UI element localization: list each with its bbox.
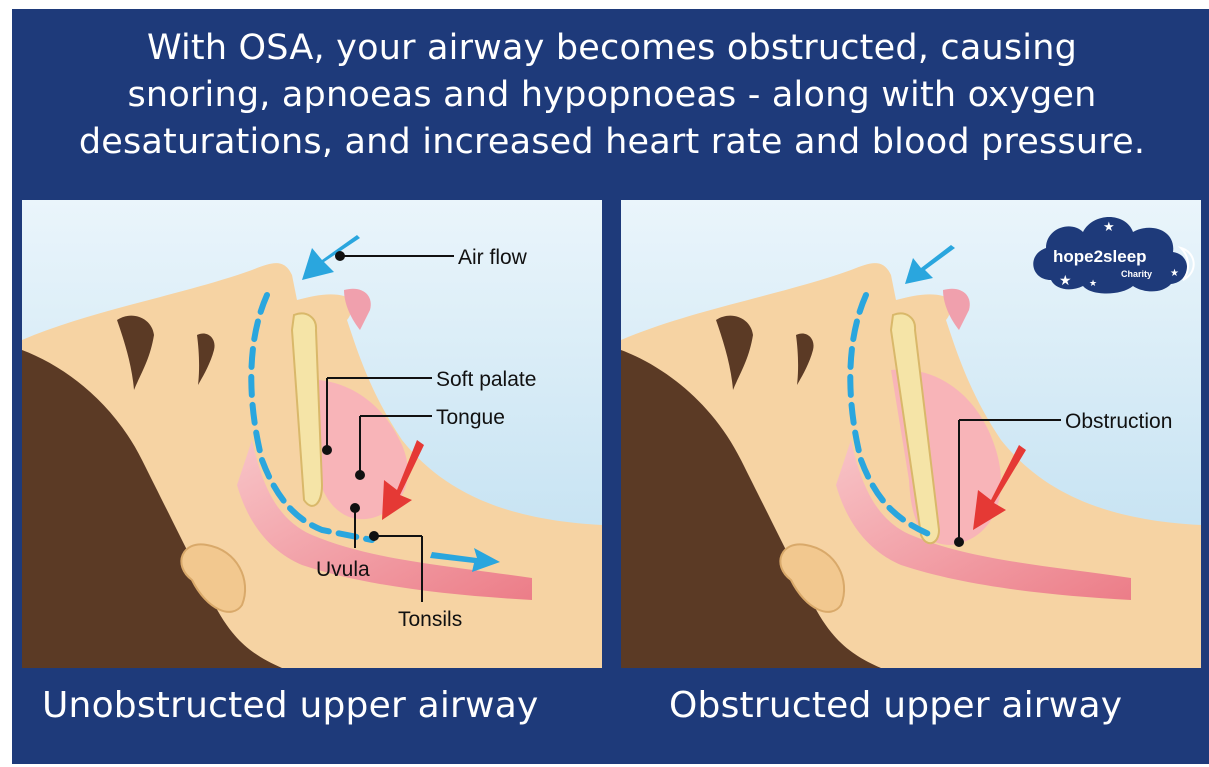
obstructed-airway-illustration: Obstruction hope2sleep Charity ★ ★ ★ ★ bbox=[621, 200, 1201, 668]
unobstructed-airway-diagram: Air flow Soft palate Tongue Uvula Tonsil… bbox=[22, 200, 602, 668]
label-air-flow: Air flow bbox=[458, 246, 528, 269]
label-uvula: Uvula bbox=[316, 558, 370, 581]
star-icon: ★ bbox=[1170, 268, 1179, 279]
label-tonsils: Tonsils bbox=[398, 608, 462, 631]
obstructed-airway-diagram: Obstruction hope2sleep Charity ★ ★ ★ ★ bbox=[621, 200, 1201, 668]
unobstructed-airway-illustration: Air flow Soft palate Tongue Uvula Tonsil… bbox=[22, 200, 602, 668]
label-obstruction: Obstruction bbox=[1065, 410, 1172, 433]
logo-subtitle: Charity bbox=[1121, 269, 1152, 279]
label-soft-palate: Soft palate bbox=[436, 368, 536, 391]
logo-name: hope2sleep bbox=[1053, 247, 1147, 266]
label-tongue: Tongue bbox=[436, 406, 505, 429]
headline-line-2: snoring, apnoeas and hypopnoeas - along … bbox=[12, 72, 1209, 119]
headline-line-3: desaturations, and increased heart rate … bbox=[12, 119, 1209, 166]
headline: With OSA, your airway becomes obstructed… bbox=[12, 25, 1209, 166]
caption-obstructed: Obstructed upper airway bbox=[669, 685, 1122, 726]
star-icon: ★ bbox=[1089, 279, 1097, 289]
headline-line-1: With OSA, your airway becomes obstructed… bbox=[12, 25, 1209, 72]
caption-unobstructed: Unobstructed upper airway bbox=[42, 685, 538, 726]
infographic-frame: With OSA, your airway becomes obstructed… bbox=[12, 9, 1209, 764]
star-icon: ★ bbox=[1103, 220, 1115, 235]
star-icon: ★ bbox=[1059, 273, 1072, 289]
